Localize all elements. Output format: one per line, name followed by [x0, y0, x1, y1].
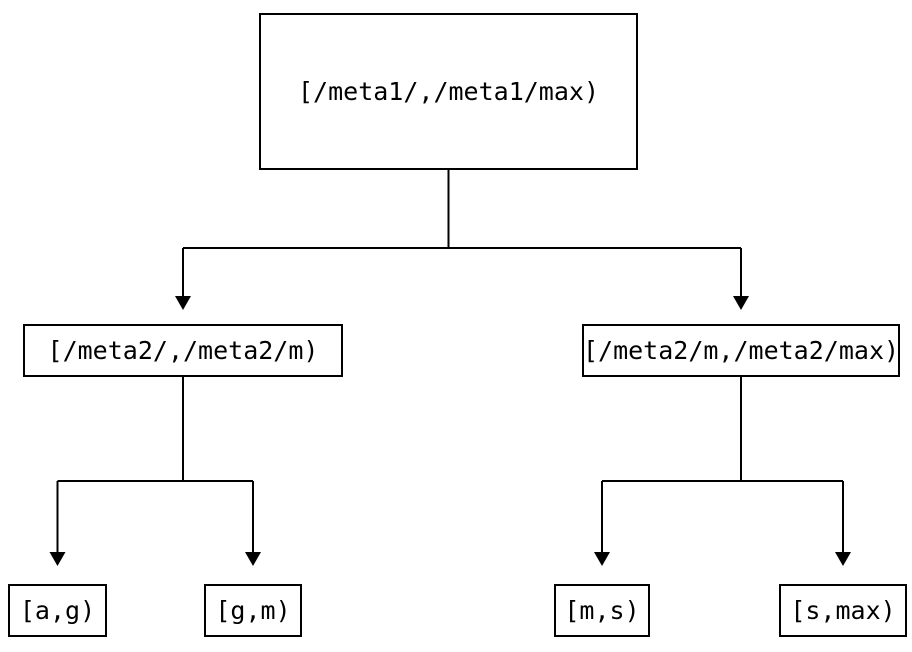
node-label: [g,m) — [215, 596, 291, 625]
arrowhead-icon — [245, 552, 261, 566]
tree-node-leaf-ag: [a,g) — [8, 584, 107, 637]
node-label: [m,s) — [564, 596, 640, 625]
tree-node-leaf-gm: [g,m) — [204, 584, 302, 637]
arrowhead-icon — [175, 296, 191, 310]
tree-node-leaf-ms: [m,s) — [554, 584, 650, 637]
tree-node-root: [/meta1/,/meta1/max) — [259, 13, 638, 170]
node-label: [a,g) — [19, 596, 96, 625]
tree-node-leaf-smax: [s,max) — [779, 584, 907, 637]
tree-node-meta2-low: [/meta2/,/meta2/m) — [23, 324, 343, 377]
arrowhead-icon — [835, 552, 851, 566]
arrowhead-icon — [49, 552, 66, 566]
arrowhead-icon — [733, 296, 749, 310]
arrowhead-icon — [594, 552, 610, 566]
tree-node-meta2-high: [/meta2/m,/meta2/max) — [582, 324, 900, 377]
node-label: [/meta2/,/meta2/m) — [47, 336, 319, 365]
node-label: [/meta1/,/meta1/max) — [297, 77, 600, 106]
node-label: [s,max) — [790, 596, 896, 625]
node-label: [/meta2/m,/meta2/max) — [582, 336, 900, 365]
